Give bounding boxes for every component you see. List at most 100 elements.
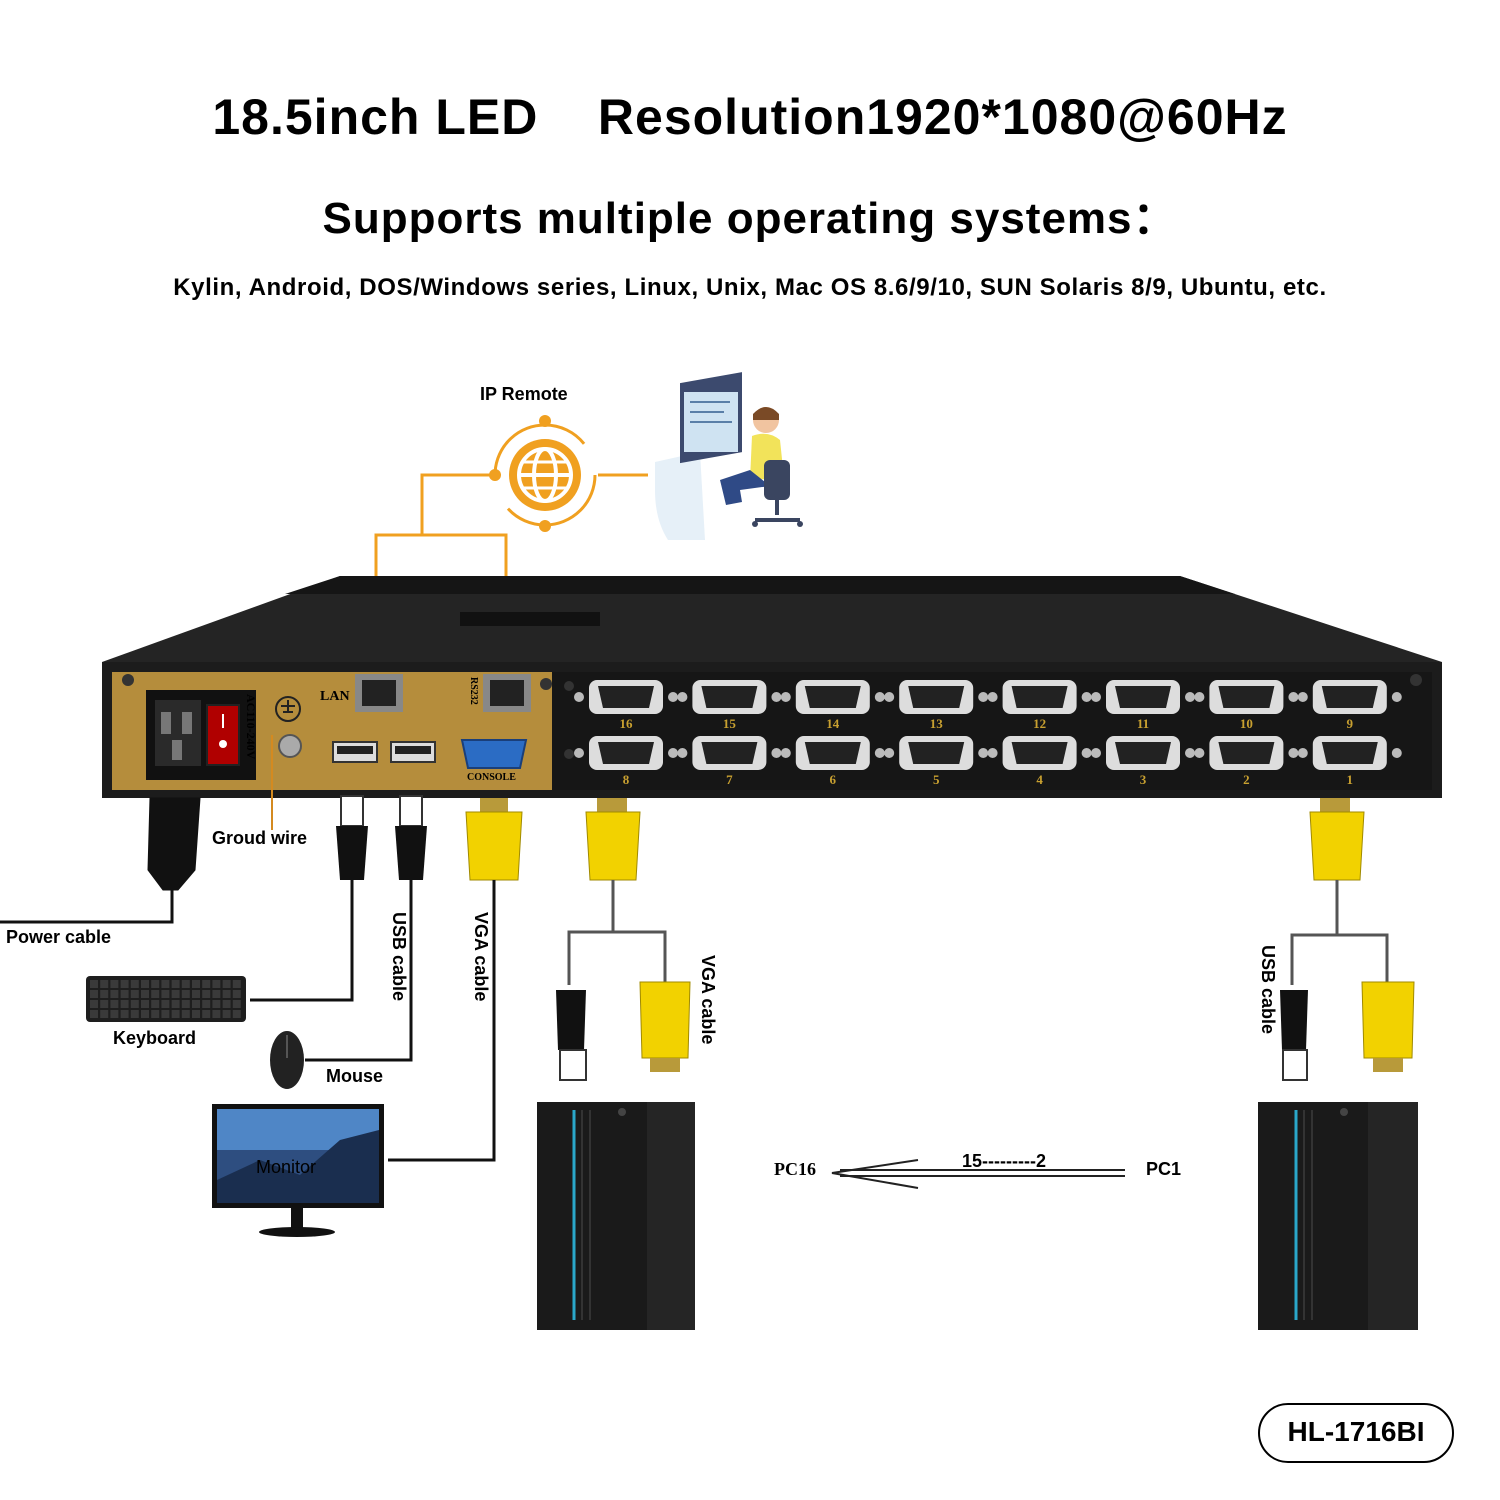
port-number-14: 14 — [826, 716, 840, 731]
keyboard-key — [161, 980, 170, 988]
keyboard-key — [120, 990, 129, 998]
port-number-8: 8 — [622, 772, 630, 787]
keyboard-key — [141, 1000, 149, 1008]
vga-port-1 — [1297, 736, 1402, 770]
vga-port-9 — [1297, 680, 1402, 714]
os-support-list: Kylin, Android, DOS/Windows series, Linu… — [173, 274, 1327, 301]
vga-port-15 — [677, 680, 782, 714]
port-number-1: 1 — [1346, 772, 1354, 787]
vga-port-8 — [574, 736, 678, 770]
keyboard-key — [171, 980, 180, 988]
sequence-arrow — [831, 1159, 1125, 1189]
keyboard-key — [110, 980, 119, 988]
vga-port-4 — [987, 736, 1092, 770]
mouse-label: Mouse — [326, 1066, 384, 1086]
keyboard-key — [192, 990, 200, 998]
os-support-title: Supports multiple operating systems： — [322, 194, 1178, 243]
pc16-label: PC16 — [774, 1159, 816, 1179]
port-number-6: 6 — [829, 772, 837, 787]
port-number-13: 13 — [929, 716, 943, 731]
power-cable — [0, 797, 201, 924]
usb-cable-right-label: USB cable — [1258, 945, 1278, 1035]
keyboard-key — [120, 1010, 129, 1018]
pc-range-label: 15---------2 — [962, 1151, 1046, 1171]
keyboard-key — [171, 1010, 180, 1018]
monitor-label: Monitor — [256, 1157, 317, 1177]
keyboard-key — [151, 990, 160, 998]
remote-user-illustration — [655, 372, 803, 540]
keyboard-key — [212, 990, 221, 998]
keyboard-key — [100, 990, 109, 998]
rs232-label: RS232 — [468, 677, 479, 705]
usb-cable-left-label: USB cable — [389, 912, 409, 1002]
pc1-kvm-cable — [1280, 798, 1415, 1081]
keyboard-key — [192, 980, 200, 988]
power-cable-label: Power cable — [6, 927, 112, 947]
keyboard-key — [202, 980, 211, 988]
vga-port-2 — [1194, 736, 1299, 770]
keyboard-key — [100, 980, 109, 988]
keyboard-key — [100, 1000, 109, 1008]
keyboard-key — [212, 1000, 221, 1008]
keyboard-key — [181, 990, 190, 998]
vga-cable-left-label: VGA cable — [471, 912, 491, 1002]
ground-wire-label: Groud wire — [212, 828, 308, 848]
keyboard-key — [120, 980, 129, 988]
keyboard-key — [192, 1000, 200, 1008]
keyboard-key — [232, 990, 241, 998]
mouse-icon — [270, 1031, 304, 1089]
keyboard-key — [202, 1010, 211, 1018]
vga-port-7 — [677, 736, 782, 770]
keyboard-key — [202, 1000, 211, 1008]
port-number-15: 15 — [722, 716, 736, 731]
port-number-3: 3 — [1139, 772, 1147, 787]
port-number-9: 9 — [1346, 716, 1354, 731]
keyboard-key — [222, 1010, 231, 1018]
keyboard-key — [90, 980, 98, 988]
vga-port-13 — [884, 680, 989, 714]
vga-port-11 — [1091, 680, 1195, 714]
pc1-tower — [1258, 1102, 1418, 1330]
keyboard-key — [100, 1010, 109, 1018]
keyboard-key — [232, 1000, 241, 1008]
keyboard-key — [171, 990, 180, 998]
keyboard-key — [130, 1000, 139, 1008]
kvm-chassis — [102, 576, 1442, 798]
port-number-12: 12 — [1033, 716, 1047, 731]
keyboard-key — [222, 1000, 231, 1008]
vga-port-5 — [884, 736, 989, 770]
keyboard-key — [181, 980, 190, 988]
port-number-11: 11 — [1136, 716, 1150, 731]
keyboard-key — [90, 1000, 98, 1008]
keyboard-key — [202, 990, 211, 998]
pc16-tower — [537, 1102, 695, 1330]
keyboard-key — [141, 1010, 149, 1018]
keyboard-key — [192, 1010, 200, 1018]
keyboard-key — [141, 990, 149, 998]
keyboard-key — [181, 1000, 190, 1008]
keyboard-key — [161, 1000, 170, 1008]
power-rating-label: AC110-240V — [244, 694, 258, 760]
vga-port-6 — [780, 736, 885, 770]
keyboard-key — [181, 1010, 190, 1018]
port-number-4: 4 — [1036, 772, 1043, 787]
keyboard-key — [171, 1000, 180, 1008]
keyboard-label: Keyboard — [113, 1028, 197, 1048]
keyboard-key — [110, 1010, 119, 1018]
keyboard-key — [232, 980, 241, 988]
vga-port-14 — [780, 680, 885, 714]
vga-port-10 — [1194, 680, 1299, 714]
keyboard-key — [151, 980, 160, 988]
vga-port-16 — [574, 680, 678, 714]
ip-remote-label: IP Remote — [480, 384, 568, 404]
vga-cable-mid-label: VGA cable — [698, 955, 718, 1045]
console-vga-cable — [388, 798, 523, 1162]
vga-port-grid — [574, 680, 1402, 770]
keyboard-key — [212, 1010, 221, 1018]
vga-port-3 — [1091, 736, 1195, 770]
keyboard-key — [212, 980, 221, 988]
vga-port-12 — [987, 680, 1092, 714]
keyboard-key — [151, 1010, 160, 1018]
